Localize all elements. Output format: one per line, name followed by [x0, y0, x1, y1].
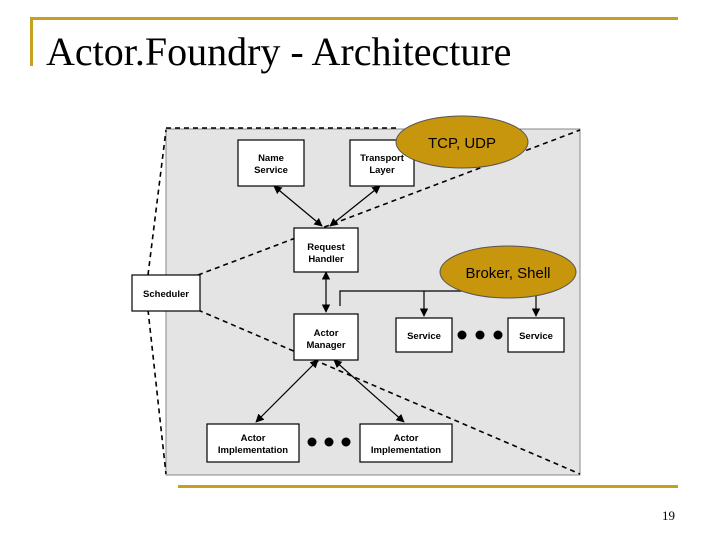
name-service-box: Name Service — [237, 139, 305, 187]
actor-impl-2-label-1: Actor — [394, 433, 419, 444]
slide-title: Actor.Foundry - Architecture — [46, 29, 512, 74]
page-number: 19 — [662, 508, 675, 523]
scheduler-line-top-left — [147, 129, 167, 276]
service-box-1: Service — [395, 317, 453, 353]
actor-implementation-box-2: Actor Implementation — [359, 423, 453, 463]
actor-impl-1-label-1: Actor — [241, 433, 266, 444]
arrow-name-service-request-handler — [273, 185, 323, 227]
request-handler-box: Request Handler — [293, 227, 359, 273]
service-box-2: Service — [507, 317, 565, 353]
service-2-label: Service — [519, 331, 553, 342]
transport-layer-label-2: Layer — [369, 165, 395, 176]
implementation-ellipsis-dots — [307, 437, 351, 447]
actor-manager-box: Actor Manager — [293, 313, 359, 361]
scheduler-label: Scheduler — [143, 289, 189, 300]
broker-shell-callout: Broker, Shell — [439, 245, 577, 299]
actor-impl-1-label-2: Implementation — [218, 445, 288, 456]
service-1-label: Service — [407, 331, 441, 342]
transport-layer-label-1: Transport — [360, 153, 405, 164]
broker-shell-callout-label: Broker, Shell — [465, 265, 550, 282]
tcp-udp-callout: TCP, UDP — [395, 115, 529, 169]
arrow-actor-manager-impl-2 — [333, 359, 405, 423]
arrow-actor-manager-impl-1 — [255, 359, 319, 423]
actor-manager-label-2: Manager — [306, 340, 345, 351]
tcp-udp-callout-label: TCP, UDP — [428, 135, 496, 152]
actor-impl-2-label-2: Implementation — [371, 445, 441, 456]
actor-implementation-box-1: Actor Implementation — [206, 423, 300, 463]
request-handler-label-2: Handler — [308, 254, 344, 265]
name-service-label-1: Name — [258, 153, 284, 164]
service-ellipsis-dots — [457, 330, 503, 340]
arrow-transport-request-handler — [329, 185, 381, 227]
request-handler-label-1: Request — [307, 242, 345, 253]
footer-accent-line — [178, 485, 678, 488]
name-service-label-2: Service — [254, 165, 288, 176]
title-left-accent — [30, 18, 33, 66]
scheduler-line-bottom-left — [147, 309, 167, 475]
title-top-accent — [30, 17, 678, 20]
actor-manager-label-1: Actor — [314, 328, 339, 339]
scheduler-box: Scheduler — [131, 274, 201, 312]
